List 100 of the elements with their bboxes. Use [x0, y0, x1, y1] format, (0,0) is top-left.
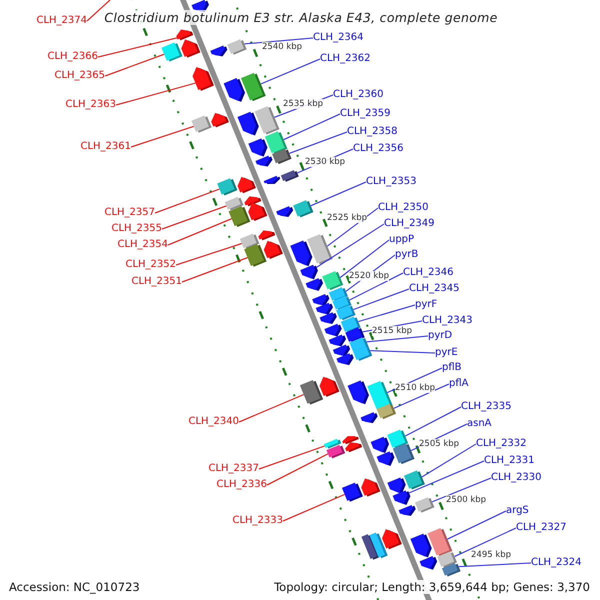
gene-pentagon: [382, 529, 402, 550]
leader-line: [282, 494, 346, 522]
gene-pentagon: [336, 353, 354, 366]
gene-label: CLH_2351: [131, 276, 182, 288]
leader-line: [104, 54, 165, 76]
gene-block: [280, 170, 299, 182]
gene-label: CLH_2330: [491, 472, 542, 484]
gene-block: [392, 443, 415, 464]
gene-label: CLH_2360: [333, 89, 384, 101]
gene-pentagon: [237, 112, 259, 136]
gene-label: CLH_2365: [54, 70, 105, 82]
leader-line: [182, 257, 248, 282]
gene-block: [336, 304, 356, 320]
gene-pentagon: [376, 451, 394, 466]
gene-pentagon: [360, 412, 378, 424]
accession-text: Accession: NC_010723: [9, 580, 140, 594]
leader-line: [168, 218, 232, 246]
gene-pentagon: [370, 436, 389, 454]
gene-label: CLH_2352: [125, 259, 176, 271]
gene-label: CLH_2345: [409, 283, 460, 295]
gene-pentagon: [332, 344, 350, 356]
gene-block: [307, 234, 333, 264]
gene-block: [162, 42, 182, 62]
leader-line: [352, 288, 410, 310]
gene-block: [342, 482, 363, 502]
gene-label: pyrD: [428, 330, 452, 342]
scale-label: 2525 kbp: [327, 213, 368, 223]
scale-label: 2500 kbp: [446, 495, 486, 505]
leader-line: [340, 240, 390, 278]
leader-line: [176, 243, 242, 266]
leader-line: [393, 384, 450, 409]
leader-line: [408, 460, 484, 494]
leader-line: [358, 304, 416, 322]
scale-label: 2495 kbp: [471, 550, 512, 560]
gene-pentagon: [345, 442, 362, 452]
gene-label: CLH_2324: [531, 557, 582, 569]
gene-pentagon: [276, 206, 294, 218]
gene-pentagon: [210, 46, 228, 56]
gene-block: [404, 470, 425, 490]
gene-pentagon: [258, 230, 276, 240]
gene-block: [300, 380, 324, 405]
gene-label: asnA: [467, 418, 492, 430]
gene-label: CLH_2337: [208, 463, 259, 475]
gene-pentagon: [211, 112, 229, 128]
gene-block: [227, 39, 247, 55]
leader-line: [458, 562, 532, 568]
leader-line: [288, 132, 348, 154]
gene-pentagon: [420, 556, 438, 570]
gene-block: [244, 244, 267, 267]
leader-line: [162, 205, 227, 230]
gene-pentagon: [320, 312, 337, 324]
leader-line: [454, 528, 516, 557]
gene-label: CLH_2357: [104, 207, 155, 219]
leader-line: [446, 510, 506, 540]
scale-label: 2510 kbp: [395, 383, 436, 393]
gene-pentagon: [348, 380, 369, 404]
leader-line: [310, 182, 366, 206]
gene-block: [414, 497, 434, 513]
scale-label: 2515 kbp: [372, 326, 412, 336]
gene-block: [326, 444, 346, 458]
leader-line: [366, 336, 428, 342]
gene-label: CLH_2331: [484, 455, 535, 467]
leader-line: [260, 58, 320, 84]
leader-line: [98, 37, 178, 58]
gene-block: [254, 106, 280, 134]
gene-label: CLH_2343: [422, 315, 473, 327]
gene-pentagon: [312, 294, 330, 306]
gene-pentagon: [306, 278, 324, 291]
gene-block: [272, 148, 292, 164]
gene-label: CLH_2353: [366, 176, 417, 188]
gene-label: CLH_2327: [516, 522, 567, 534]
gene-pentagon: [300, 264, 318, 280]
gene-label: CLH_2364: [313, 32, 364, 44]
leader-line: [266, 453, 328, 486]
gene-label: CLH_2374: [36, 15, 87, 27]
gene-pentagon: [398, 504, 416, 516]
gene-block: [228, 206, 250, 227]
scale-label: 2520 kbp: [349, 271, 390, 281]
gene-label: CLH_2333: [232, 515, 283, 527]
gene-pentagon: [361, 478, 380, 497]
gene-label: CLH_2362: [320, 53, 371, 65]
gene-pentagon: [392, 490, 410, 505]
gene-label: CLH_2355: [111, 223, 162, 235]
gene-label: CLH_2356: [353, 143, 404, 155]
gene-pentagon: [255, 156, 272, 167]
gene-pentagon: [320, 376, 340, 397]
leader-line: [238, 394, 304, 422]
gene-label: CLH_2340: [188, 416, 239, 428]
gene-label: pflA: [449, 378, 468, 390]
scale-label: 2505 kbp: [419, 439, 460, 449]
gene-label: pyrE: [435, 347, 458, 359]
gene-label: CLH_2354: [117, 239, 168, 251]
gene-block: [240, 72, 266, 102]
gene-label: CLH_2359: [340, 108, 391, 120]
leader-line: [432, 478, 492, 502]
leader-line: [421, 444, 476, 478]
gene-label: CLH_2358: [347, 126, 398, 138]
gene-label: uppP: [389, 234, 414, 246]
genome-stats-text: Topology: circular; Length: 3,659,644 bp; Genes: 3,370: [274, 580, 590, 594]
gene-label: pflB: [442, 362, 462, 374]
